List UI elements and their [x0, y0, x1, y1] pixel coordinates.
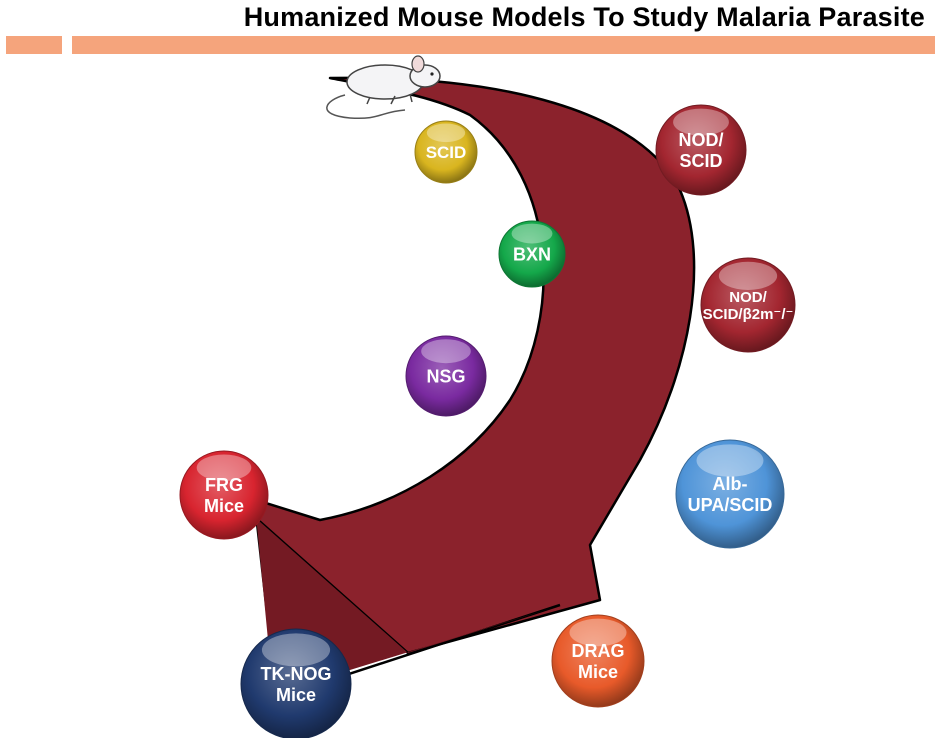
mouse-icon — [326, 55, 441, 120]
ball-label: NOD/ — [729, 289, 767, 306]
ball-highlight — [511, 223, 553, 244]
ball-circle — [551, 614, 645, 708]
model-ball-nsg: NSG — [405, 335, 487, 417]
model-ball-nod-scid: NOD/SCID — [655, 104, 747, 196]
ball-label: SCID — [426, 143, 467, 162]
ball-circle — [179, 450, 269, 540]
ball-label: BXN — [513, 244, 551, 264]
ball-label: Alb- — [713, 474, 748, 494]
model-ball-scid: SCID — [414, 120, 478, 184]
ball-highlight — [261, 633, 331, 667]
ball-circle — [405, 335, 487, 417]
ball-circle — [240, 628, 352, 738]
ball-highlight — [696, 444, 764, 477]
ball-circle — [700, 257, 796, 353]
ball-highlight — [196, 454, 252, 481]
ball-label: UPA/SCID — [688, 495, 773, 515]
ball-label: TK-NOG — [261, 664, 332, 684]
ball-label: NOD/ — [679, 130, 724, 150]
ball-label: NSG — [426, 366, 465, 386]
ball-highlight — [569, 618, 627, 647]
ball-label: Mice — [578, 662, 618, 682]
ball-label: SCID/β2m⁻/⁻ — [703, 306, 794, 323]
ball-label: FRG — [205, 475, 243, 495]
curved-arrow — [228, 76, 696, 655]
ball-highlight — [421, 339, 471, 364]
ball-circle — [498, 220, 566, 288]
model-ball-bxn: BXN — [498, 220, 566, 288]
model-ball-nod-scid-b2m: NOD/SCID/β2m⁻/⁻ — [700, 257, 796, 353]
ball-circle — [655, 104, 747, 196]
page-title: Humanized Mouse Models To Study Malaria … — [243, 2, 925, 32]
ball-label: Mice — [204, 496, 244, 516]
ball-circle — [414, 120, 478, 184]
ball-highlight — [718, 261, 778, 290]
ball-label: SCID — [679, 151, 722, 171]
ball-highlight — [426, 123, 466, 143]
ball-circle — [675, 439, 785, 549]
accent-bar-right — [72, 36, 935, 54]
ball-label: DRAG — [572, 641, 625, 661]
model-ball-alb-upa-scid: Alb-UPA/SCID — [675, 439, 785, 549]
accent-bar-left — [6, 36, 62, 54]
ball-highlight — [673, 108, 729, 136]
ball-label: Mice — [276, 685, 316, 705]
